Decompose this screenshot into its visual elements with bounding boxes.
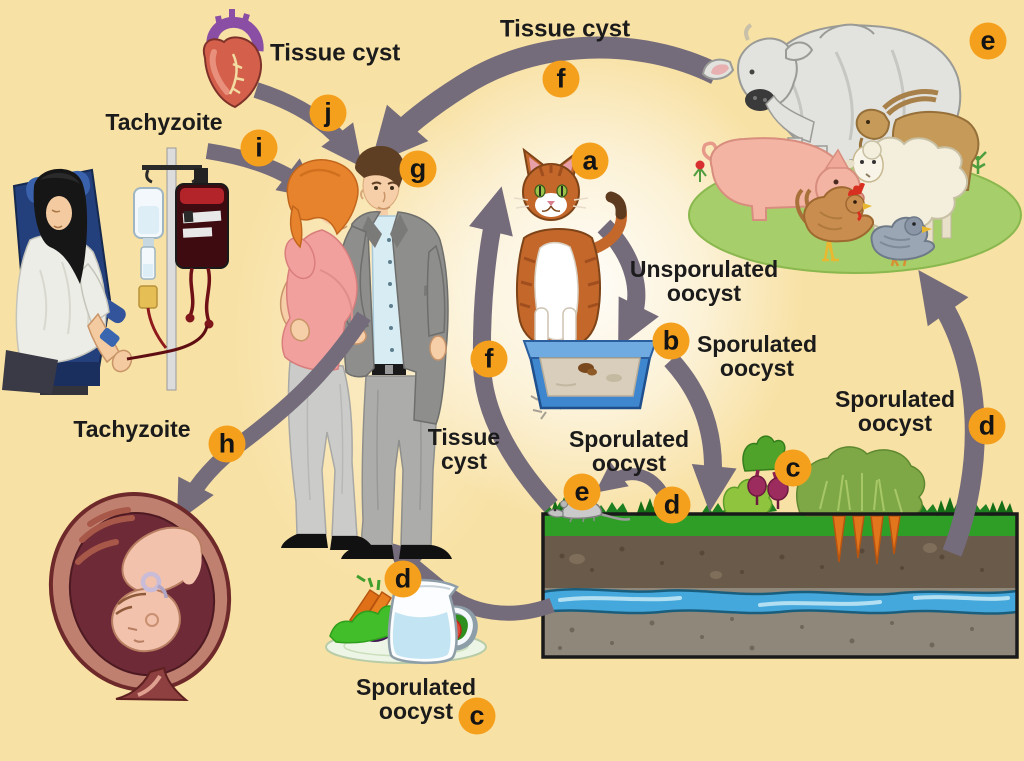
label-tissue-cyst-center: Tissue cyst — [427, 424, 501, 474]
label-tachyzoite-top: Tachyzoite — [105, 109, 223, 136]
label-sporulated-oocyst-right: Sporulated oocyst — [834, 386, 956, 436]
badge-d-soil: d — [653, 486, 691, 524]
badge-b-litterbox: b — [652, 322, 690, 360]
badge-f-top: f — [542, 60, 580, 98]
farm-animals — [688, 23, 1022, 274]
badge-d-right: d — [968, 407, 1006, 445]
arrow-tissue-cyst-animals-to-couple — [370, 36, 721, 166]
litter-box — [522, 340, 658, 420]
groundwater-layer — [541, 588, 1019, 615]
label-unsporulated-oocyst: Unsporulated oocyst — [629, 256, 779, 306]
carrots — [796, 446, 926, 565]
pregnant-couple — [279, 146, 452, 559]
arrow-couple-to-fetus — [176, 311, 371, 523]
badge-e-rodent: e — [563, 473, 601, 511]
badge-a-cat: a — [571, 142, 609, 180]
blood-transfusion-scene — [2, 147, 229, 395]
label-tachyzoite-bottom: Tachyzoite — [73, 416, 191, 443]
duck — [870, 216, 935, 267]
badge-e-farm-animals: e — [969, 22, 1007, 60]
cat-illustration — [513, 147, 628, 346]
badge-c-salad: c — [458, 697, 496, 735]
badge-g-couple: g — [399, 150, 437, 188]
fetus-illustration — [48, 491, 232, 702]
label-sporulated-oocyst-center: Sporulated oocyst — [568, 426, 690, 476]
label-tissue-cyst-heart: Tissue cyst — [270, 39, 401, 67]
chicken — [795, 182, 875, 262]
badge-h-fetus: h — [208, 425, 246, 463]
pregnant-woman — [279, 159, 374, 550]
salad-and-water-pitcher — [325, 574, 487, 665]
badge-d-salad: d — [384, 560, 422, 598]
arrow-oocyst-to-soil — [664, 353, 737, 513]
badge-j-heart: j — [309, 94, 347, 132]
label-sporulated-oocyst-salad: Sporulated oocyst — [355, 674, 477, 724]
label-tissue-cyst-top: Tissue cyst — [499, 15, 631, 43]
water-pitcher — [386, 578, 478, 665]
badge-c-garden: c — [774, 449, 812, 487]
label-sporulated-oocyst-litter: Sporulated oocyst — [696, 331, 818, 381]
badge-f-cycle: f — [470, 340, 508, 378]
sheep — [843, 136, 969, 245]
heart-illustration — [202, 9, 264, 109]
badge-i-transfusion: i — [240, 129, 278, 167]
